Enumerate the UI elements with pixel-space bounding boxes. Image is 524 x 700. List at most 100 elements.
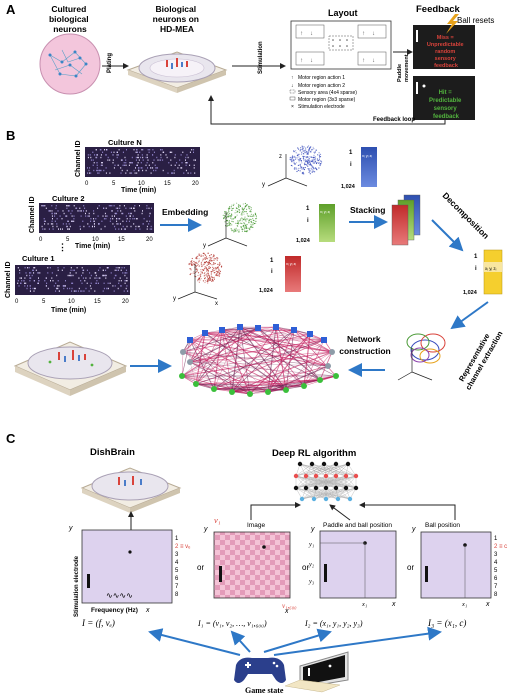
svg-text:5: 5 [112,181,116,187]
svg-text:1: 1 [349,150,353,156]
svg-text:y: y [68,525,73,532]
svg-text:y: y [203,243,206,249]
svg-text:Channel ID: Channel ID [5,261,12,298]
svg-text:v₁,₆₀₀: v₁,₆₀₀ [282,602,297,610]
svg-text:1: 1 [494,536,498,542]
svg-text:×: × [291,104,294,110]
svg-text:i: i [475,266,477,272]
network-construction-label: Network construction [339,334,390,356]
svg-text:0: 0 [85,181,89,187]
svg-text:Culture 2: Culture 2 [52,194,85,203]
svg-text:y₂: y₂ [308,561,315,568]
or-separator: or [407,563,414,572]
svg-text:i: i [307,218,309,224]
svg-text:y: y [310,526,315,533]
svg-text:↓: ↓ [310,31,313,37]
svg-text:x: x [391,601,396,608]
svg-text:y₁: y₁ [308,541,314,548]
svg-text:15: 15 [164,181,171,187]
network-dish-icon [13,341,128,396]
layout-title: Layout [328,8,358,18]
feedback-loop-label: Feedback loop [373,117,415,123]
svg-text:x: x [485,601,490,608]
controller-icon [234,657,286,683]
embedding-blue: y z xᵢ yᵢ zᵢ 1 i 1,024 [262,145,377,190]
input-paddle-panel: Paddle and ball position y y₁ y₂ y₃ x₁ x… [304,522,397,628]
svg-text:2: 2 [494,544,498,550]
svg-text:15: 15 [118,237,125,243]
svg-text:15: 15 [94,299,101,305]
cultured-neurons-dish-icon [39,33,101,95]
svg-text:y₃: y₃ [308,578,314,585]
svg-text:x₁: x₁ [461,601,467,608]
svg-text:6: 6 [494,576,498,582]
svg-text:↑: ↑ [291,75,294,81]
svg-text:x: x [215,301,218,307]
paddle-movement-label: Paddle movement [397,54,410,82]
heatmap-blue [361,147,377,187]
svg-text:z: z [279,154,282,160]
svg-text:Time (min): Time (min) [121,187,156,194]
svg-text:↑: ↑ [300,31,303,37]
svg-text:Motor region (3x3 sparse): Motor region (3x3 sparse) [298,97,356,103]
monitor-icon [284,651,349,693]
network-graph [179,324,339,397]
svg-text:↓: ↓ [291,83,294,89]
svg-text:v₁: v₁ [214,515,221,525]
svg-text:xᵢ yᵢ zᵢ: xᵢ yᵢ zᵢ [320,209,330,214]
svg-text:↓: ↓ [310,58,313,64]
svg-text:↓: ↓ [372,31,375,37]
svg-text:0: 0 [15,299,19,305]
svg-text:5: 5 [42,299,46,305]
svg-text:x: x [145,607,150,614]
svg-text:Stimulation electrode: Stimulation electrode [298,104,345,110]
hd-mea-dish-icon [126,51,228,93]
svg-text:Ball position: Ball position [425,522,460,529]
svg-text:Image: Image [247,522,265,529]
layout-legend: ↑Motor region action 1 ↓Motor region act… [289,75,357,110]
raster-canvas [85,147,200,177]
svg-text:x₁: x₁ [361,601,367,608]
svg-text:5: 5 [66,237,70,243]
svg-text:I₁ = (v₁, v₂, …, v₁,₆₀₀): I₁ = (v₁, v₂, …, v₁,₆₀₀) [197,619,267,628]
feedback-title: Feedback [416,4,461,15]
svg-text:xᵢ yᵢ zᵢ: xᵢ yᵢ zᵢ [362,153,372,158]
input-image-panel: Image v₁ y v₁,₆₀₀ x I₁ = (v₁, v₂, …, v₁,… [197,515,297,628]
svg-text:6: 6 [175,576,179,582]
svg-text:Frequency (Hz): Frequency (Hz) [91,607,138,614]
channel-extraction-label: Representative channel extraction [455,324,505,391]
raster-ellipsis: ⋮ [58,242,67,252]
decomposition-label: Decomposition [441,190,491,240]
svg-text:10: 10 [68,299,75,305]
decomposed-matrix: xᵢ yᵢ zᵢ 1 i 1,024 [463,249,503,296]
game-state-arrows [148,626,442,656]
svg-text:20: 20 [122,299,129,305]
svg-text:Time (min): Time (min) [51,307,86,314]
svg-text:1,024: 1,024 [341,184,356,190]
heatmap-green [319,204,335,242]
svg-text:y: y [411,526,416,533]
svg-text:3: 3 [175,552,179,558]
or-separator: or [302,563,309,572]
svg-text:y: y [203,526,208,533]
svg-text:1: 1 [175,536,179,542]
svg-text:1,024: 1,024 [259,288,274,294]
input-ball-panel: Ball position y 12 34 56 78 ≡ c x₁ x I₃ … [411,522,507,628]
panel-c-label: C [6,431,16,446]
svg-text:Motor region action 1: Motor region action 1 [298,75,345,81]
neural-network-icon [293,461,359,502]
svg-text:7: 7 [175,584,179,590]
embedding-label: Embedding [162,207,208,217]
svg-text:20: 20 [192,181,199,187]
svg-text:↑: ↑ [300,58,303,64]
lightning-icon [446,14,459,34]
svg-text:y: y [262,182,265,188]
svg-text:≡ c: ≡ c [499,544,507,550]
svg-text:Channel ID: Channel ID [29,196,36,233]
svg-text:5: 5 [494,568,498,574]
layout-electrode-grid: ↑↓ ↑↓ ↑↓ ↑↓ [290,20,392,70]
wave-icon: ∿∿∿∿ [106,591,133,600]
svg-text:≡ vₑ: ≡ vₑ [180,544,191,550]
miss-feedback-panel: Miss = Unpredictable random sensory feed… [413,25,475,69]
